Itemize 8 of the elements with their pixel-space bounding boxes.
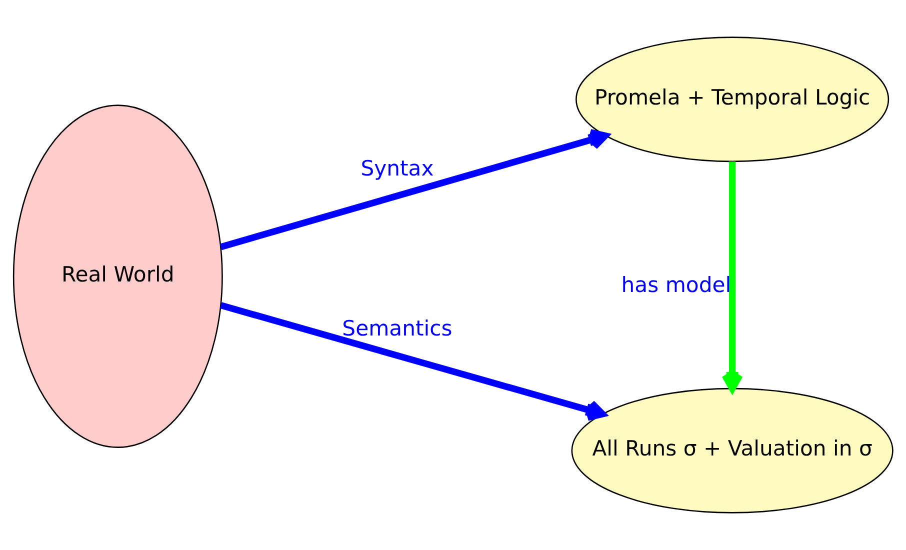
node-ellipse: Promela + Temporal Logic <box>576 36 890 162</box>
edge-label: Semantics <box>342 315 452 340</box>
arrow <box>220 128 609 250</box>
edge-label: Syntax <box>360 156 434 181</box>
node-ellipse: All Runs σ + Valuation in σ <box>571 388 894 514</box>
arrow <box>220 302 606 421</box>
arrow <box>722 162 744 392</box>
node-ellipse: Real World <box>12 104 223 448</box>
